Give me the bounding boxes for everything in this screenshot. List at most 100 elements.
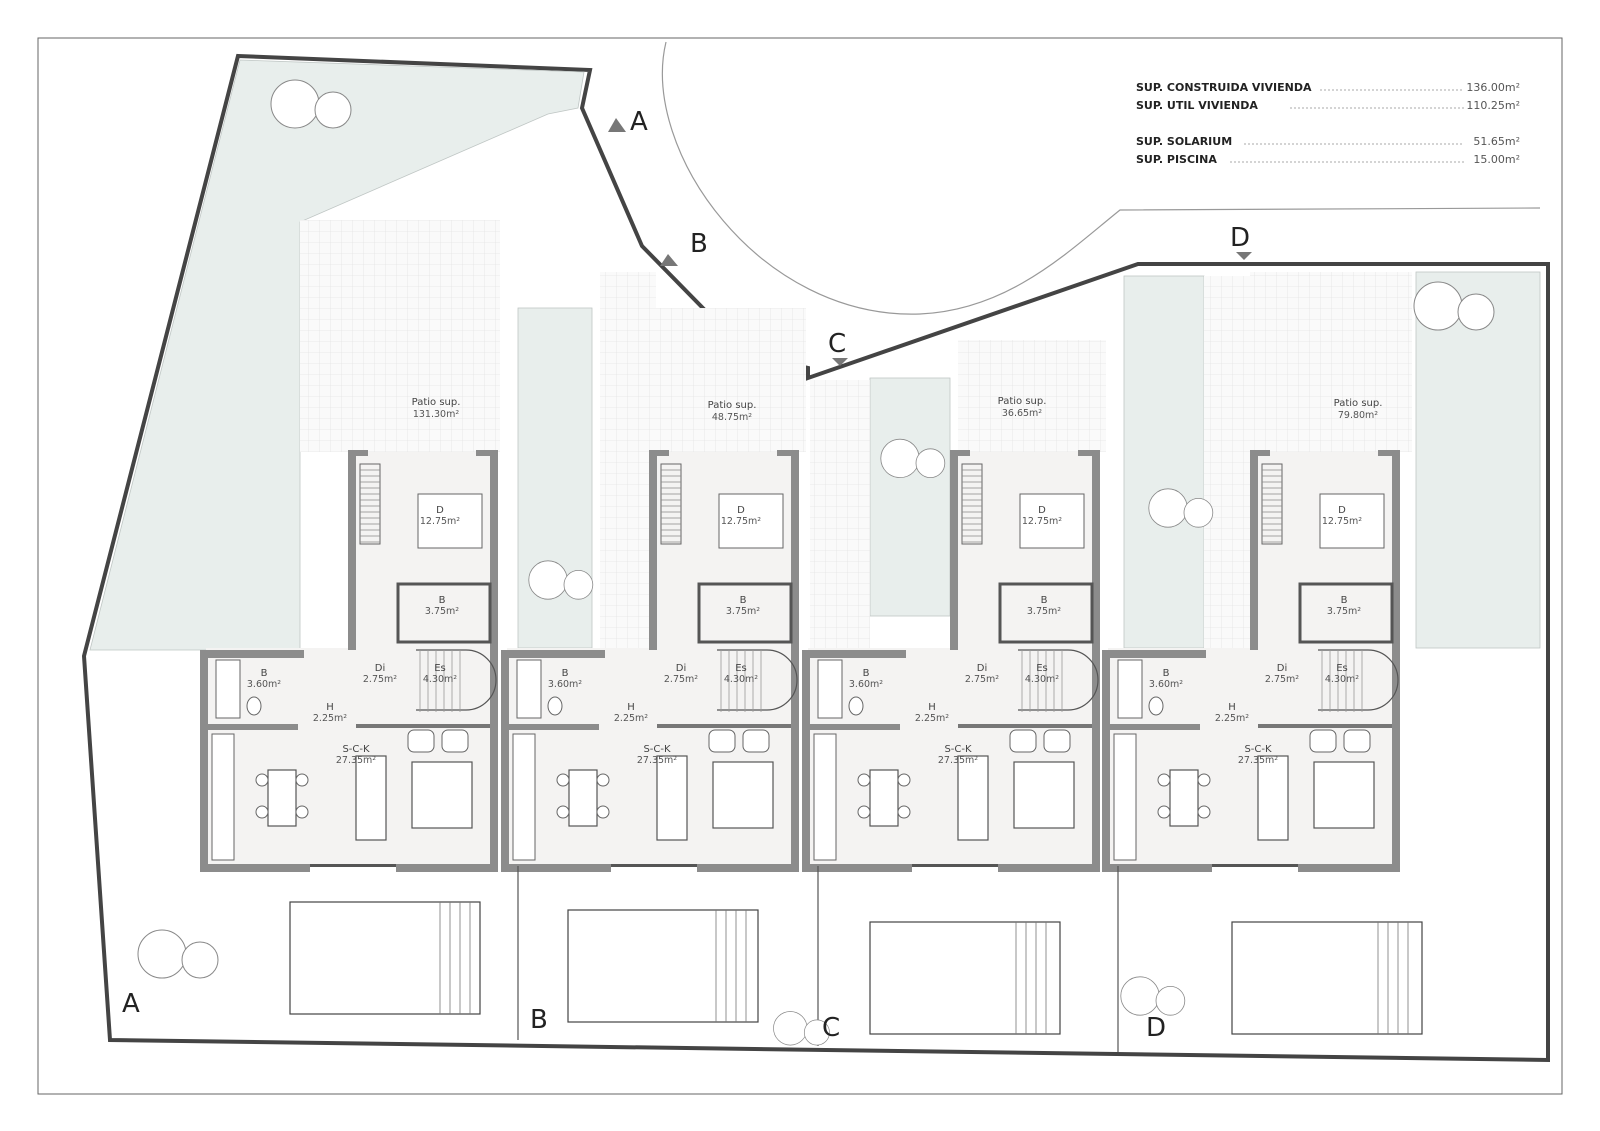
room-dormitorio-area: 12.75m² — [1022, 516, 1062, 527]
sofa — [355, 755, 387, 841]
wall — [1298, 864, 1400, 872]
rug — [1313, 761, 1375, 829]
room-bano-label: B — [261, 668, 268, 679]
wall — [1102, 650, 1206, 658]
wall — [808, 724, 900, 730]
room-salon-label: S-C-K — [342, 744, 370, 755]
kitchen-counter — [512, 733, 536, 861]
wall — [791, 650, 799, 872]
room-hall-label: H — [1228, 702, 1236, 713]
room-hall-area: 2.25m² — [313, 713, 347, 724]
room-hall-area: 2.25m² — [1215, 713, 1249, 724]
marker-d-top: D — [1230, 223, 1250, 253]
legend-label-constructed: SUP. CONSTRUIDA VIVIENDA — [1136, 81, 1312, 94]
courtyard-garden — [869, 377, 951, 617]
room-bano-upper-area: 3.75m² — [1027, 606, 1061, 617]
wall — [1378, 450, 1400, 456]
room-bano-label: B — [863, 668, 870, 679]
pool-4 — [1231, 921, 1423, 1035]
shower — [215, 659, 241, 719]
room-escalera-label: Es — [434, 663, 446, 674]
rug — [1013, 761, 1075, 829]
pool-2 — [567, 909, 759, 1023]
chair — [857, 773, 871, 787]
patio-label-3: Patio sup. — [998, 396, 1047, 407]
wall — [958, 724, 1092, 728]
dining-table — [568, 769, 598, 827]
wall — [501, 650, 605, 658]
wardrobe — [660, 463, 682, 545]
room-dormitorio-area: 12.75m² — [420, 516, 460, 527]
bed — [1019, 493, 1085, 549]
legend-value-useful: 110.25m² — [1466, 99, 1520, 112]
chair — [556, 773, 570, 787]
wall — [501, 864, 611, 872]
room-dormitorio-label: D — [737, 505, 745, 516]
kitchen-counter — [211, 733, 235, 861]
wall — [200, 650, 304, 658]
wall — [1108, 724, 1200, 730]
room-bano-upper-label: B — [740, 595, 747, 606]
upper-bathroom-walls — [998, 582, 1094, 644]
window — [1212, 864, 1298, 867]
room-dormitorio-label: D — [436, 505, 444, 516]
legend-label-pool: SUP. PISCINA — [1136, 153, 1217, 166]
patio-label-4: Patio sup. — [1334, 398, 1383, 409]
room-distribuidor-area: 2.75m² — [1265, 674, 1299, 685]
wall — [1092, 650, 1100, 872]
sofa — [656, 755, 688, 841]
wall — [1250, 450, 1270, 456]
wall — [777, 450, 799, 456]
ground-floor — [808, 648, 1098, 866]
chair — [1157, 773, 1171, 787]
shower — [1117, 659, 1143, 719]
staircase — [1018, 649, 1099, 712]
wardrobe — [1261, 463, 1283, 545]
rug — [712, 761, 774, 829]
room-hall-area: 2.25m² — [915, 713, 949, 724]
wall — [200, 650, 208, 872]
marker-c-top: C — [828, 329, 846, 359]
bed — [1319, 493, 1385, 549]
wall — [1078, 450, 1100, 456]
marker-a-top: A — [630, 107, 648, 137]
room-hall-label: H — [627, 702, 635, 713]
wall — [507, 724, 599, 730]
legend-value-solarium: 51.65m² — [1473, 135, 1520, 148]
plot-boundary — [81, 53, 1550, 1063]
patio-labels: Patio sup. 131.30m² Patio sup. 48.75m² P… — [412, 396, 1383, 423]
wall — [657, 724, 791, 728]
armchair — [407, 729, 435, 753]
room-bano-upper-area: 3.75m² — [425, 606, 459, 617]
patio-area-4: 79.80m² — [1338, 410, 1378, 421]
armchair — [441, 729, 469, 753]
room-bano-upper-area: 3.75m² — [726, 606, 760, 617]
room-distribuidor-label: Di — [676, 663, 686, 674]
legend-value-constructed: 136.00m² — [1466, 81, 1520, 94]
wall — [348, 450, 368, 456]
wall — [802, 650, 810, 872]
wall — [501, 650, 509, 872]
room-salon-area: 27.35m² — [336, 755, 376, 766]
wall — [200, 864, 310, 872]
room-escalera-area: 4.30m² — [423, 674, 457, 685]
wall — [802, 650, 906, 658]
ground-floor — [1108, 648, 1398, 866]
staircase — [717, 649, 798, 712]
sofa — [1257, 755, 1289, 841]
legend-value-pool: 15.00m² — [1473, 153, 1520, 166]
front-garden-4a — [1123, 275, 1205, 649]
wall — [1092, 450, 1100, 650]
wall — [697, 864, 799, 872]
upper-bathroom-walls — [1298, 582, 1394, 644]
staircase — [416, 649, 497, 712]
room-salon-area: 27.35m² — [938, 755, 978, 766]
room-salon-label: S-C-K — [1244, 744, 1272, 755]
wall — [348, 450, 356, 650]
shower — [817, 659, 843, 719]
pool-3 — [869, 921, 1061, 1035]
pool-1 — [289, 901, 481, 1015]
toilet — [1148, 696, 1164, 716]
marker-d-bottom: D — [1146, 1013, 1166, 1043]
